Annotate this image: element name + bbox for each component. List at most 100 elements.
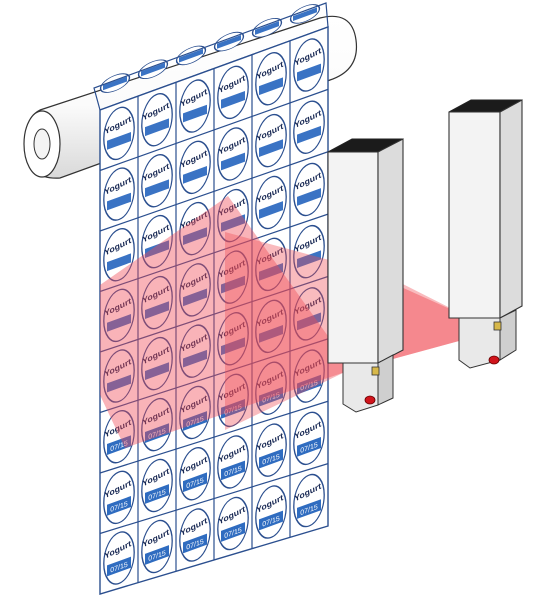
label-cell: Yogurt [141, 275, 173, 330]
blank-print-area [297, 250, 321, 269]
date-code-box [297, 374, 321, 395]
label-cell: Yogurt [141, 214, 173, 269]
blank-print-area [259, 201, 283, 219]
blank-print-area [221, 91, 245, 109]
roll-label [175, 45, 207, 66]
blank-print-area [145, 362, 169, 380]
blank-print-area [183, 104, 207, 123]
blank-print-area [297, 312, 321, 331]
date-code-box [221, 460, 245, 481]
date-code-box [107, 556, 131, 577]
grid-line-horizontal [99, 88, 329, 172]
label-cell: Yogurt [217, 250, 249, 304]
label-cell: Yogurt [179, 201, 211, 256]
label-cell: Yogurt [141, 154, 173, 208]
laser-beam-front [100, 196, 345, 448]
date-code-box [259, 510, 283, 531]
roll-label [251, 17, 283, 38]
date-code-box [183, 411, 207, 431]
laser-sensor-rear [448, 99, 523, 369]
date-code-box [145, 545, 169, 565]
blank-print-area [145, 118, 169, 137]
label-cell: Yogurt [255, 299, 287, 354]
blank-print-area [297, 125, 321, 144]
label-cell: Yogurt [255, 175, 287, 230]
date-code-box [221, 522, 245, 542]
grid-line-horizontal [99, 400, 329, 474]
lens-rear [488, 355, 500, 365]
date-code-box [259, 448, 283, 469]
date-code-box [107, 495, 131, 516]
label-cell: Yogurt [141, 336, 173, 391]
label-cell: Yogurt [141, 93, 173, 147]
roll-core-hole [33, 128, 51, 160]
date-code-box [297, 436, 321, 457]
label-cell: Yogurt [179, 324, 211, 378]
label-sheet: YogurtYogurtYogurtYogurtYogurtYogurtYogu… [99, 26, 329, 595]
label-cell: Yogurt [255, 52, 287, 106]
blank-print-area [145, 179, 169, 198]
label-cell: Yogurt [103, 288, 135, 343]
label-cell: Yogurt [217, 65, 249, 120]
blank-print-area [221, 214, 245, 232]
date-code-box [145, 484, 169, 504]
grid-line-horizontal [99, 463, 329, 535]
label-cell: Yogurt [217, 127, 249, 181]
label-cell: Yogurt [255, 113, 287, 168]
label-cell: Yogurt [179, 140, 211, 195]
label-cell: Yogurt [217, 312, 249, 366]
blank-print-area [183, 227, 207, 245]
roll-label-strip [93, 2, 329, 111]
label-cell: Yogurt [293, 38, 325, 92]
blank-print-area [183, 288, 207, 307]
date-code-box [183, 533, 207, 554]
blank-print-area [107, 314, 131, 332]
date-code-box [107, 435, 131, 456]
blank-print-area [107, 132, 131, 150]
blank-print-area [107, 374, 131, 393]
grid-line-horizontal [99, 151, 329, 232]
blank-print-area [145, 240, 169, 259]
label-cell: Yogurt [293, 162, 325, 217]
label-cell: Yogurt [293, 100, 325, 154]
grid-line-horizontal [99, 213, 329, 293]
blank-print-area [107, 192, 131, 211]
date-code-box [297, 499, 321, 519]
blank-print-area [221, 152, 245, 171]
date-code-box [183, 472, 207, 493]
label-cell: Yogurt [217, 188, 249, 243]
label-cell: Yogurt [103, 228, 135, 282]
grid-line-horizontal [99, 338, 329, 414]
blank-print-area [259, 139, 283, 157]
blank-print-area [297, 63, 321, 82]
grid-line-horizontal [99, 275, 329, 353]
blank-print-area [259, 77, 283, 96]
blank-print-area [107, 253, 131, 272]
roll-label [213, 31, 245, 52]
label-cell: Yogurt [179, 263, 211, 317]
label-cell: Yogurt [293, 287, 325, 341]
blank-print-area [259, 324, 283, 343]
blank-print-area [221, 275, 245, 294]
roll-label [99, 73, 131, 93]
laser-sensor-front [327, 138, 404, 413]
roll-label [289, 4, 321, 24]
